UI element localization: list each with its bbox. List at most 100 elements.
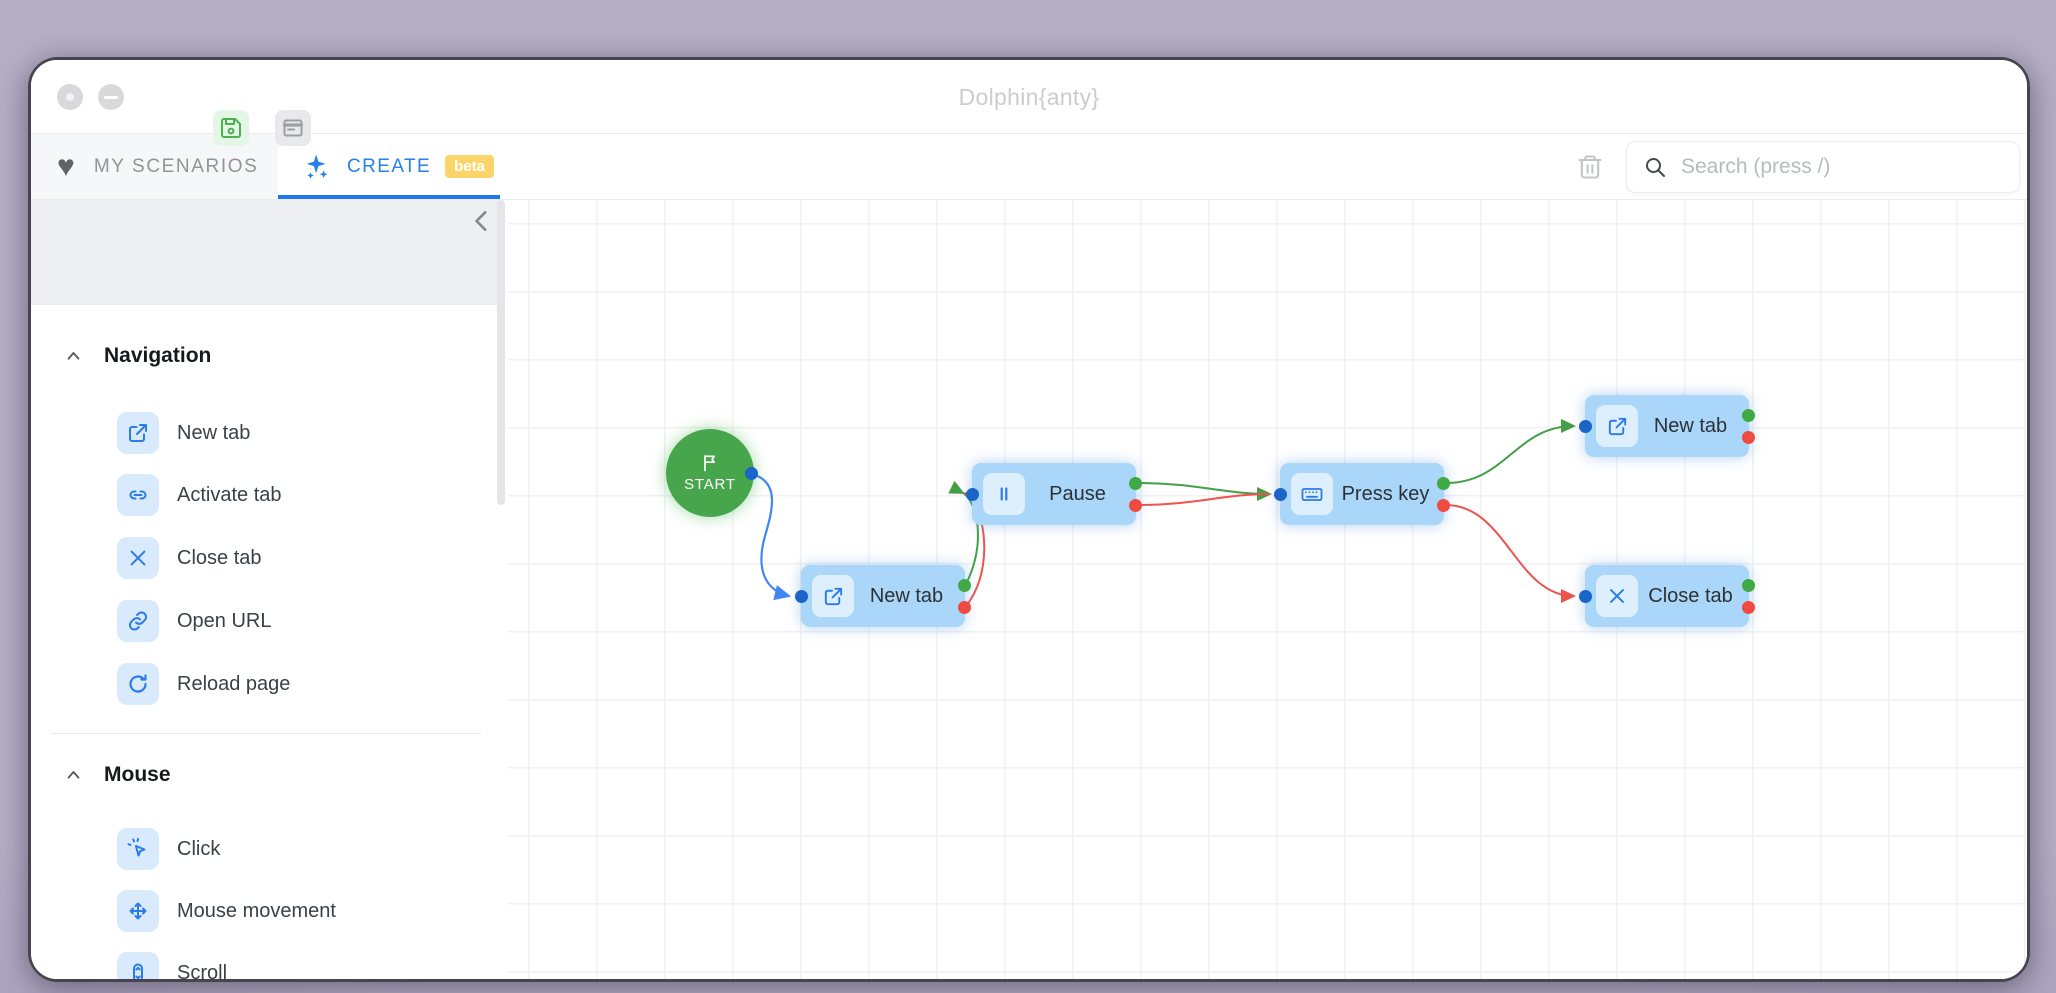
sidebar-item-scroll[interactable]: Scroll [117, 952, 227, 979]
output-port[interactable] [745, 466, 758, 480]
success-port[interactable] [1129, 476, 1142, 490]
success-port[interactable] [1437, 476, 1450, 490]
chevron-left-icon [469, 208, 499, 234]
sidebar-scrollbar[interactable] [497, 200, 505, 505]
flag-icon [700, 453, 720, 473]
cursor-click-icon [117, 828, 159, 870]
node-new-tab-1[interactable]: New tab [795, 565, 971, 627]
error-port[interactable] [1742, 600, 1755, 614]
app-window: Dolphin{anty} ♥ MY SCENARIOS CREATE beta [28, 57, 2030, 982]
node-start[interactable]: START [666, 429, 758, 517]
edges-layer [754, 419, 1576, 606]
sidebar-item-mouse-movement[interactable]: Mouse movement [117, 890, 336, 932]
section-title: Mouse [104, 763, 171, 786]
node-label: START [684, 476, 736, 493]
section-mouse[interactable]: Mouse [65, 763, 171, 787]
close-window-button[interactable] [57, 84, 83, 110]
sidebar-header [31, 200, 500, 305]
close-icon [66, 93, 74, 101]
sidebar-item-activate-tab[interactable]: Activate tab [117, 474, 282, 516]
sidebar-item-reload-page[interactable]: Reload page [117, 663, 290, 705]
scroll-icon [117, 952, 159, 979]
minimize-window-button[interactable] [98, 84, 124, 110]
section-title: Navigation [104, 344, 212, 367]
sidebar-item-label: Click [177, 837, 221, 860]
move-arrows-icon [117, 890, 159, 932]
delete-scenario-button[interactable] [1576, 153, 1604, 181]
success-port[interactable] [1742, 408, 1755, 422]
sidebar-item-label: Reload page [177, 672, 291, 695]
input-port[interactable] [966, 487, 979, 501]
keyboard-icon [1291, 473, 1333, 515]
edge-pause-presskey-success[interactable] [1137, 482, 1272, 501]
reload-icon [117, 663, 159, 705]
save-icon [219, 116, 243, 140]
tab-bar: ♥ MY SCENARIOS CREATE beta [31, 134, 2027, 200]
external-link-icon [1596, 405, 1638, 447]
edge-presskey-newtab2-success[interactable] [1445, 419, 1576, 484]
error-port[interactable] [1742, 430, 1755, 444]
pause-icon [983, 473, 1025, 515]
input-port[interactable] [1579, 589, 1592, 603]
sidebar-item-open-url[interactable]: Open URL [117, 600, 272, 642]
tab-create-label: CREATE [347, 155, 432, 177]
edge-pause-presskey-error[interactable] [1137, 493, 1271, 506]
sidebar-item-label: Close tab [177, 546, 262, 569]
node-label: Close tab [1648, 584, 1733, 607]
node-pause[interactable]: Pause [966, 463, 1142, 525]
chevron-up-icon [65, 348, 82, 365]
sidebar: Navigation New tab Activate tab Close ta… [31, 305, 500, 979]
search-input[interactable] [1681, 154, 2003, 179]
error-port[interactable] [1437, 498, 1450, 512]
node-close-tab[interactable]: Close tab [1579, 565, 1755, 627]
sidebar-item-label: New tab [177, 421, 251, 444]
section-navigation[interactable]: Navigation [65, 344, 211, 368]
close-icon [1596, 575, 1638, 617]
collapse-sidebar-button[interactable] [469, 206, 499, 236]
node-label: Pause [1049, 482, 1106, 505]
success-port[interactable] [1742, 578, 1755, 592]
node-label: New tab [869, 584, 944, 607]
node-press-key[interactable]: Press key [1274, 463, 1450, 525]
window-content: Dolphin{anty} ♥ MY SCENARIOS CREATE beta [31, 60, 2027, 979]
edge-presskey-closetab-error[interactable] [1445, 504, 1576, 603]
form-icon [281, 116, 305, 140]
close-icon [117, 537, 159, 579]
external-link-icon [117, 412, 159, 454]
beta-badge: beta [445, 155, 494, 178]
form-view-button[interactable] [275, 110, 311, 146]
node-label: New tab [1653, 414, 1728, 437]
sidebar-item-label: Open URL [177, 609, 272, 632]
link-tab-icon [117, 474, 159, 516]
toolbar-right [500, 134, 2027, 199]
sidebar-item-new-tab[interactable]: New tab [117, 412, 250, 454]
chevron-up-icon [65, 767, 82, 784]
success-port[interactable] [958, 578, 971, 592]
tab-my-scenarios-label: MY SCENARIOS [93, 155, 259, 177]
save-scenario-button[interactable] [213, 110, 249, 146]
input-port[interactable] [1579, 419, 1592, 433]
magnifier-icon [1643, 155, 1667, 179]
window-title: Dolphin{anty} [958, 83, 1100, 110]
sidebar-item-label: Mouse movement [177, 899, 336, 922]
node-new-tab-2[interactable]: New tab [1579, 395, 1755, 457]
node-label: Press key [1341, 482, 1430, 505]
edge-start-newtab1[interactable] [754, 473, 792, 601]
error-port[interactable] [1129, 498, 1142, 512]
flow-canvas[interactable]: START New tab Pause Press key [508, 200, 2027, 979]
title-bar: Dolphin{anty} [31, 60, 2027, 134]
sidebar-item-close-tab[interactable]: Close tab [117, 537, 262, 579]
sidebar-item-label: Scroll [177, 961, 228, 980]
input-port[interactable] [1274, 487, 1287, 501]
heart-icon: ♥ [57, 149, 75, 183]
external-link-icon [812, 575, 854, 617]
tab-create[interactable]: CREATE beta [278, 134, 500, 199]
sidebar-item-click[interactable]: Click [117, 828, 220, 870]
trash-icon [1576, 153, 1604, 181]
input-port[interactable] [795, 589, 808, 603]
error-port[interactable] [958, 600, 971, 614]
minimize-icon [104, 95, 118, 99]
active-tab-underline [278, 195, 500, 199]
sparkles-icon [303, 152, 333, 182]
sidebar-item-label: Activate tab [177, 483, 282, 506]
